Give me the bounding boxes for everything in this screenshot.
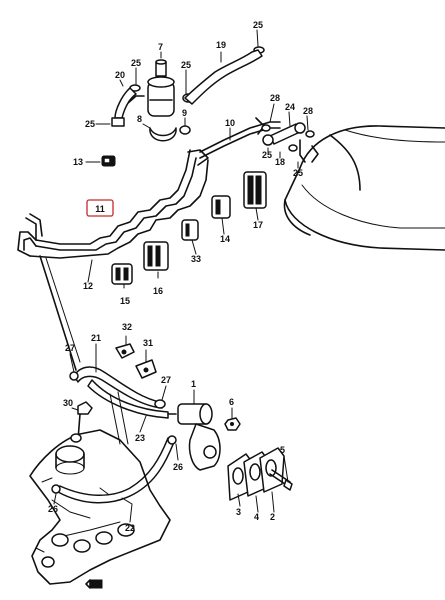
callout-25d: 25 xyxy=(85,119,95,129)
callout-23: 23 xyxy=(135,433,145,443)
callout-32: 32 xyxy=(122,322,132,332)
callout-14: 14 xyxy=(220,234,230,244)
callout-27b: 27 xyxy=(161,375,171,385)
leader-lines xyxy=(53,29,309,523)
callout-10: 10 xyxy=(225,118,235,128)
callout-33: 33 xyxy=(191,254,201,264)
callout-9: 9 xyxy=(182,108,187,118)
callout-25a: 25 xyxy=(253,20,263,30)
clamp-14 xyxy=(211,195,231,219)
intake-manifold xyxy=(29,429,171,585)
callout-4: 4 xyxy=(254,512,259,522)
nut-6 xyxy=(224,417,241,431)
clamp-27 xyxy=(154,399,166,409)
callout-2: 2 xyxy=(270,512,275,522)
hose-20 xyxy=(114,87,137,119)
callout-27a: 27 xyxy=(65,343,75,353)
callout-8: 8 xyxy=(137,114,142,124)
callout-25e: 25 xyxy=(262,150,272,160)
callout-21: 21 xyxy=(91,333,101,343)
callout-22: 22 xyxy=(125,523,135,533)
clip-31 xyxy=(135,359,157,379)
callout-28b: 28 xyxy=(303,106,313,116)
callout-31: 31 xyxy=(143,338,153,348)
fuel-filter xyxy=(127,59,177,142)
clamp-16 xyxy=(143,241,169,271)
callout-17: 17 xyxy=(253,220,263,230)
callout-13: 13 xyxy=(73,157,83,167)
callout-26a: 26 xyxy=(173,462,183,472)
callout-25f: 25 xyxy=(293,168,303,178)
clip-32 xyxy=(115,343,135,359)
fuel-tank xyxy=(283,125,445,251)
clamp-33 xyxy=(181,219,199,241)
highlight-box xyxy=(86,199,114,217)
clamp-17 xyxy=(243,171,267,209)
callout-24: 24 xyxy=(285,102,295,112)
callout-11: 11 xyxy=(95,204,105,214)
callout-3: 3 xyxy=(236,507,241,517)
pipe-vertical xyxy=(39,255,77,371)
callout-7: 7 xyxy=(158,42,163,52)
callout-1: 1 xyxy=(191,379,196,389)
part-13 xyxy=(101,155,116,167)
clamp-15 xyxy=(111,263,133,285)
hose-24 xyxy=(255,117,319,163)
callout-5: 5 xyxy=(280,445,285,455)
bolt-5 xyxy=(269,469,293,491)
callout-15: 15 xyxy=(120,296,130,306)
front-arrow-icon xyxy=(85,579,103,589)
hose-23 xyxy=(87,379,169,445)
callout-16: 16 xyxy=(153,286,163,296)
callout-12: 12 xyxy=(83,281,93,291)
callout-6: 6 xyxy=(229,397,234,407)
clip-25 xyxy=(111,117,125,127)
hose-22 xyxy=(51,435,177,504)
callout-19: 19 xyxy=(216,40,226,50)
callout-28a: 28 xyxy=(270,93,280,103)
pipe-vertical-2 xyxy=(45,257,81,363)
callout-20: 20 xyxy=(115,70,125,80)
hose-19 xyxy=(184,49,263,105)
callout-labels: 11 25 19 7 20 25 25 9 25 8 10 13 28 24 2… xyxy=(48,20,313,533)
pipe-11 xyxy=(17,149,209,259)
callout-18: 18 xyxy=(275,157,285,167)
callout-25c: 25 xyxy=(181,60,191,70)
callout-26b: 26 xyxy=(48,504,58,514)
callout-25b: 25 xyxy=(131,58,141,68)
fuel-pump xyxy=(167,403,221,471)
callout-30: 30 xyxy=(63,398,73,408)
pipe-10 xyxy=(187,121,281,166)
